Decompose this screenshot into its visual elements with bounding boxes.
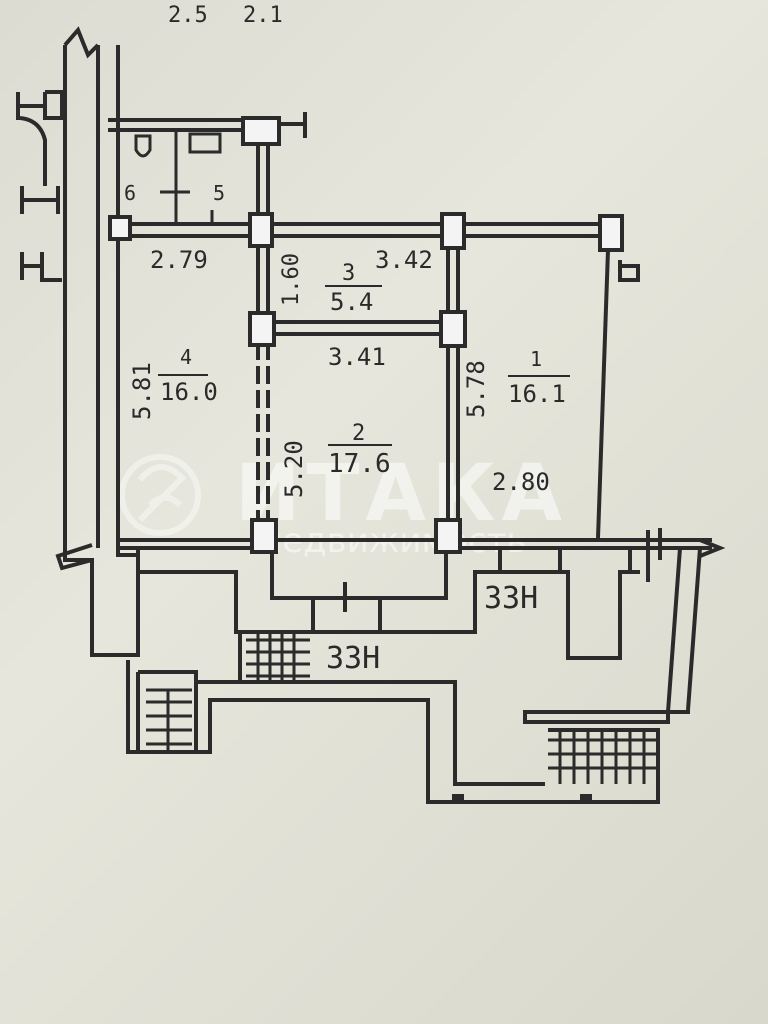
columns [108,116,624,554]
room-3-area: 5.4 [330,288,373,316]
room-2-area: 17.6 [328,449,391,479]
room-2-number: 2 [352,421,365,446]
watermark: ИТАКА недвижимость [119,449,568,561]
watermark-brand: ИТАКА [235,449,568,539]
stairs-middle [246,634,310,682]
dim-3-42: 3.42 [375,246,433,274]
walls [16,26,726,804]
top-dim-b: 2.1 [243,3,283,28]
room-3-number: 3 [342,261,355,286]
toilet-icon [134,134,152,158]
sink-icon [188,132,222,154]
stairs-right [548,730,656,784]
stairs-left [146,688,192,752]
label-underlines [158,285,570,446]
dim-2-80: 2.80 [492,468,550,496]
room-1-area: 16.1 [508,380,566,408]
dim-2-79: 2.79 [150,246,208,274]
dim-5-20: 5.20 [280,440,308,498]
dim-5-78: 5.78 [462,360,490,418]
dim-5-81: 5.81 [128,362,156,420]
room-4-area: 16.0 [160,378,218,406]
zzn-label-center: 33H [326,641,380,676]
labels: 2.5 2.1 6 5 2.79 3.42 1.60 3 5.4 3.41 4 … [124,3,566,676]
dim-1-60: 1.60 [279,253,304,306]
vents [452,794,592,802]
stairs [146,634,656,784]
room-1-number: 1 [530,347,542,371]
room-6-number: 6 [124,181,136,205]
watermark-logo-icon [119,454,201,536]
bathroom-fixtures [134,132,222,222]
room-5-number: 5 [213,181,225,205]
room-4-number: 4 [180,345,192,369]
top-dim-a: 2.5 [168,3,208,28]
zzn-label-right: 33H [484,581,538,616]
dim-3-41: 3.41 [328,343,386,371]
